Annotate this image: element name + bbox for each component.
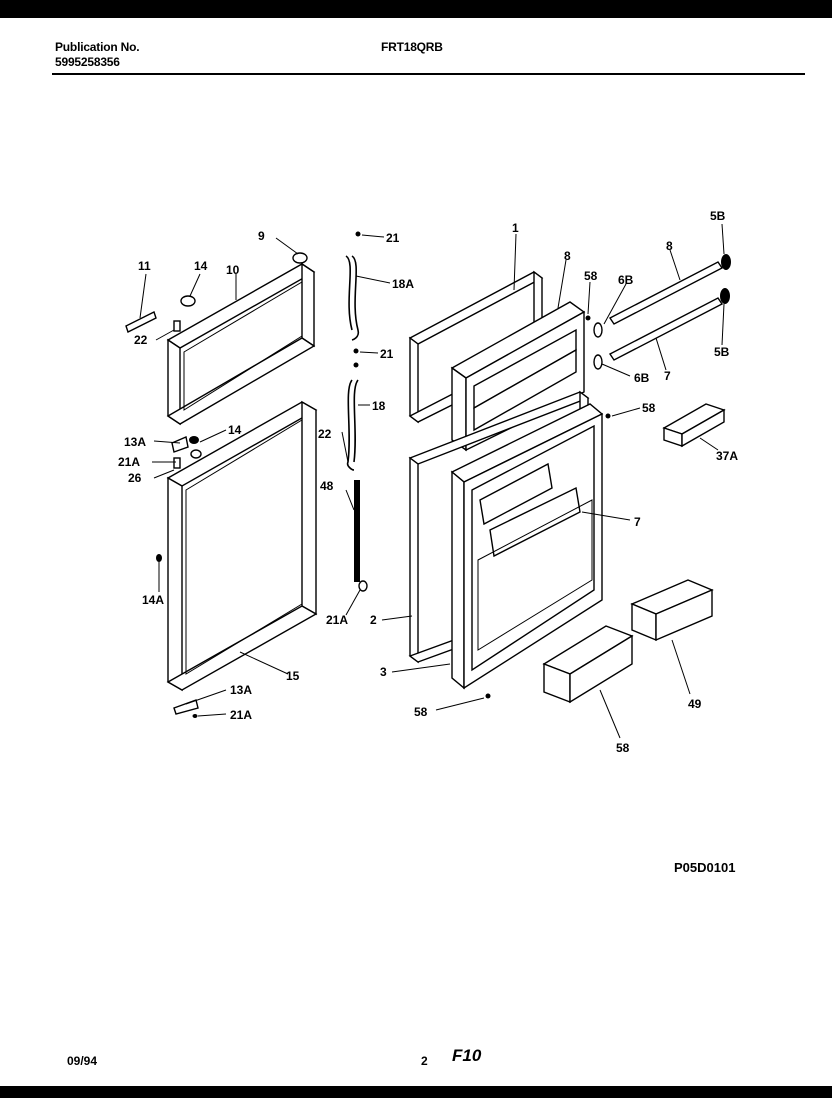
callout-labels: 9 11 14 10 22 13A 14 21A 26 14A 15 13A 2… <box>118 209 738 755</box>
callout-9: 8 <box>564 249 571 263</box>
bottom-border-bar <box>0 1086 832 1098</box>
callout-14b: 14 <box>228 423 242 437</box>
callout-1: 1 <box>512 221 519 235</box>
page-code: F10 <box>452 1046 482 1065</box>
callout-21a-middle: 21A <box>326 613 348 627</box>
screw-58-upper <box>585 315 591 321</box>
callout-13a-lower: 13A <box>230 683 252 697</box>
callout-37a: 48 <box>320 479 334 493</box>
freezer-door-frame-11 <box>166 262 316 426</box>
callout-6b-lower: 6B <box>634 371 650 385</box>
door-handles <box>345 231 368 592</box>
callout-13a-upper: 13A <box>124 435 146 449</box>
callout-21-middle: 21 <box>380 347 394 361</box>
callout-48: 49 <box>688 697 702 711</box>
door-bin-48 <box>630 579 714 642</box>
leader-lines <box>139 223 725 739</box>
callout-7: 7 <box>634 515 641 529</box>
screw-58-middle <box>605 413 611 419</box>
callout-58-middle: 58 <box>642 401 656 415</box>
callout-3: 3 <box>380 665 387 679</box>
header-rule <box>52 73 805 75</box>
callout-5b-lower: 5B <box>714 345 730 359</box>
callout-21b: 22 <box>318 427 332 441</box>
callout-18: 18 <box>372 399 386 413</box>
door-bin-49 <box>542 625 634 704</box>
callout-14a: 14A <box>142 593 164 607</box>
callout-18a: 18A <box>392 277 414 291</box>
fresh-food-door-frame-15 <box>166 400 318 692</box>
callout-58-upper: 58 <box>584 269 598 283</box>
callout-21a-left: 21A <box>118 455 140 469</box>
top-border-bar <box>0 0 832 18</box>
page-number: 2 <box>421 1054 428 1068</box>
dairy-bin-26 <box>662 403 726 448</box>
callout-21-top: 21 <box>386 231 400 245</box>
callout-21a-bottom: 21A <box>230 708 252 722</box>
callout-8-upper: 8 <box>666 239 673 253</box>
callout-58-lower: 58 <box>414 705 428 719</box>
callout-12: 11 <box>138 259 151 273</box>
callout-49: 58 <box>616 741 630 755</box>
callout-10: 9 <box>258 229 265 243</box>
callout-2: 2 <box>370 613 377 627</box>
callout-14a: 14 <box>194 259 208 273</box>
callout-15: 15 <box>286 669 300 683</box>
callout-26: 37A <box>716 449 738 463</box>
publication-number: 5995258356 <box>55 55 120 69</box>
callout-8-lower: 7 <box>664 369 671 383</box>
callout-22b: 26 <box>128 471 142 485</box>
model-number: FRT18QRB <box>381 40 443 54</box>
screw-58-lower <box>485 693 491 699</box>
print-date: 09/94 <box>67 1054 98 1068</box>
callout-11: 10 <box>226 263 240 277</box>
door-trim-strips-8 <box>593 254 731 370</box>
callout-22a: 22 <box>134 333 148 347</box>
fresh-food-door-liner-3 <box>450 403 604 690</box>
callout-5b-upper: 5B <box>710 209 726 223</box>
publication-label: Publication No. <box>55 40 140 54</box>
freezer-door-liner-9 <box>450 301 586 452</box>
diagram-code: P05D0101 <box>674 860 735 875</box>
callout-6b-upper: 6B <box>618 273 634 287</box>
